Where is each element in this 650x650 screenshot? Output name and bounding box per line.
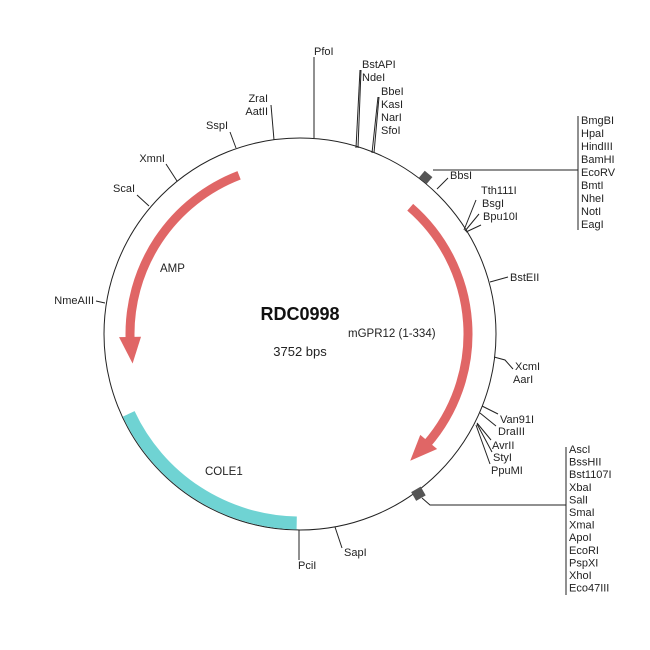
feature-label-amp: AMP xyxy=(160,263,185,275)
svg-text:NarI: NarI xyxy=(381,112,402,124)
mcs-box-icon xyxy=(411,486,426,501)
plasmid-length: 3752 bps xyxy=(273,344,327,359)
site-bbsi[interactable]: BbsI xyxy=(436,170,472,190)
svg-text:ScaI: ScaI xyxy=(113,183,135,195)
site-sspi[interactable]: SspI xyxy=(206,120,237,149)
svg-text:HindIII: HindIII xyxy=(581,141,613,153)
svg-text:ZraI: ZraI xyxy=(248,93,268,105)
svg-text:AatII: AatII xyxy=(245,106,268,118)
svg-text:Eco47III: Eco47III xyxy=(569,583,609,595)
svg-text:BsgI: BsgI xyxy=(482,198,504,210)
svg-text:DraIII: DraIII xyxy=(498,426,525,438)
site-group-zrai[interactable]: ZraI AatII xyxy=(245,93,275,141)
site-pfoi[interactable]: PfoI xyxy=(313,46,334,138)
site-bsteii[interactable]: BstEII xyxy=(489,272,539,284)
site-group-xcmi[interactable]: XcmI AarI xyxy=(493,356,540,386)
site-group-tth111i[interactable]: Tth111I BsgI Bpu10I xyxy=(463,185,518,233)
svg-text:Bpu10I: Bpu10I xyxy=(483,211,518,223)
svg-text:EcoRV: EcoRV xyxy=(581,167,616,179)
feature-label-mgpr12: mGPR12 (1-334) xyxy=(348,328,436,340)
svg-text:NmeAIII: NmeAIII xyxy=(54,295,94,307)
svg-text:HpaI: HpaI xyxy=(581,128,604,140)
site-sapi[interactable]: SapI xyxy=(334,526,367,559)
mcs-box-icon xyxy=(418,170,433,185)
svg-text:NotI: NotI xyxy=(581,206,601,218)
site-scai[interactable]: ScaI xyxy=(113,183,150,207)
svg-text:XhoI: XhoI xyxy=(569,570,592,582)
feature-amp-arrow[interactable] xyxy=(125,171,241,341)
site-pcii[interactable]: PciI xyxy=(298,530,316,572)
svg-text:SalI: SalI xyxy=(569,494,588,506)
svg-text:AscI: AscI xyxy=(569,444,590,456)
svg-text:BstEII: BstEII xyxy=(510,272,539,284)
site-group-bstapi[interactable]: BstAPI NdeI xyxy=(355,59,396,149)
svg-text:PciI: PciI xyxy=(298,560,316,572)
svg-text:NdeI: NdeI xyxy=(362,72,385,84)
svg-text:SapI: SapI xyxy=(344,547,367,559)
svg-text:PfoI: PfoI xyxy=(314,46,334,58)
svg-text:AvrII: AvrII xyxy=(492,440,514,452)
svg-text:SfoI: SfoI xyxy=(381,125,401,137)
svg-text:BmtI: BmtI xyxy=(581,180,604,192)
svg-text:SmaI: SmaI xyxy=(569,507,595,519)
svg-text:Bst1107I: Bst1107I xyxy=(569,469,612,481)
svg-text:BbsI: BbsI xyxy=(450,170,472,182)
svg-text:BstAPI: BstAPI xyxy=(362,59,396,71)
site-xmni[interactable]: XmnI xyxy=(139,153,178,182)
site-group-bbei[interactable]: BbeI KasI NarI SfoI xyxy=(371,86,404,154)
site-group-van91i[interactable]: Van91I DraIII AvrII StyI PpuMI xyxy=(475,405,534,477)
svg-text:KasI: KasI xyxy=(381,99,403,111)
svg-text:EagI: EagI xyxy=(581,219,604,231)
feature-label-cole1: COLE1 xyxy=(205,466,243,478)
svg-text:BmgBI: BmgBI xyxy=(581,115,614,127)
feature-mgpr12-arrow[interactable] xyxy=(407,203,473,448)
svg-text:Tth111I: Tth111I xyxy=(481,185,517,197)
svg-text:EcoRI: EcoRI xyxy=(569,545,599,557)
feature-amp-arrowhead xyxy=(119,336,142,364)
svg-text:BamHI: BamHI xyxy=(581,154,615,166)
svg-text:XcmI: XcmI xyxy=(515,361,540,373)
svg-text:BbeI: BbeI xyxy=(381,86,404,98)
mcs-cluster-1[interactable]: BmgBI HpaI HindIII BamHI EcoRV BmtI NheI… xyxy=(418,115,616,231)
svg-text:BssHII: BssHII xyxy=(569,457,601,469)
site-nmeaiii[interactable]: NmeAIII xyxy=(54,295,106,307)
svg-text:ApoI: ApoI xyxy=(569,532,592,544)
svg-text:Van91I: Van91I xyxy=(500,414,534,426)
svg-text:PpuMI: PpuMI xyxy=(491,465,523,477)
svg-text:NheI: NheI xyxy=(581,193,604,205)
plasmid-name: RDC0998 xyxy=(260,304,339,324)
svg-text:PspXI: PspXI xyxy=(569,557,598,569)
svg-text:AarI: AarI xyxy=(513,374,533,386)
feature-cole1[interactable] xyxy=(122,411,297,530)
svg-text:XmaI: XmaI xyxy=(569,520,595,532)
mcs-cluster-2[interactable]: AscI BssHII Bst1107I XbaI SalI SmaI XmaI… xyxy=(411,444,612,595)
svg-text:XbaI: XbaI xyxy=(569,482,592,494)
backbone-circle xyxy=(103,137,497,531)
svg-text:StyI: StyI xyxy=(493,452,512,464)
feature-mgpr12-arrowhead xyxy=(410,434,438,461)
svg-text:XmnI: XmnI xyxy=(139,153,165,165)
svg-text:SspI: SspI xyxy=(206,120,228,132)
